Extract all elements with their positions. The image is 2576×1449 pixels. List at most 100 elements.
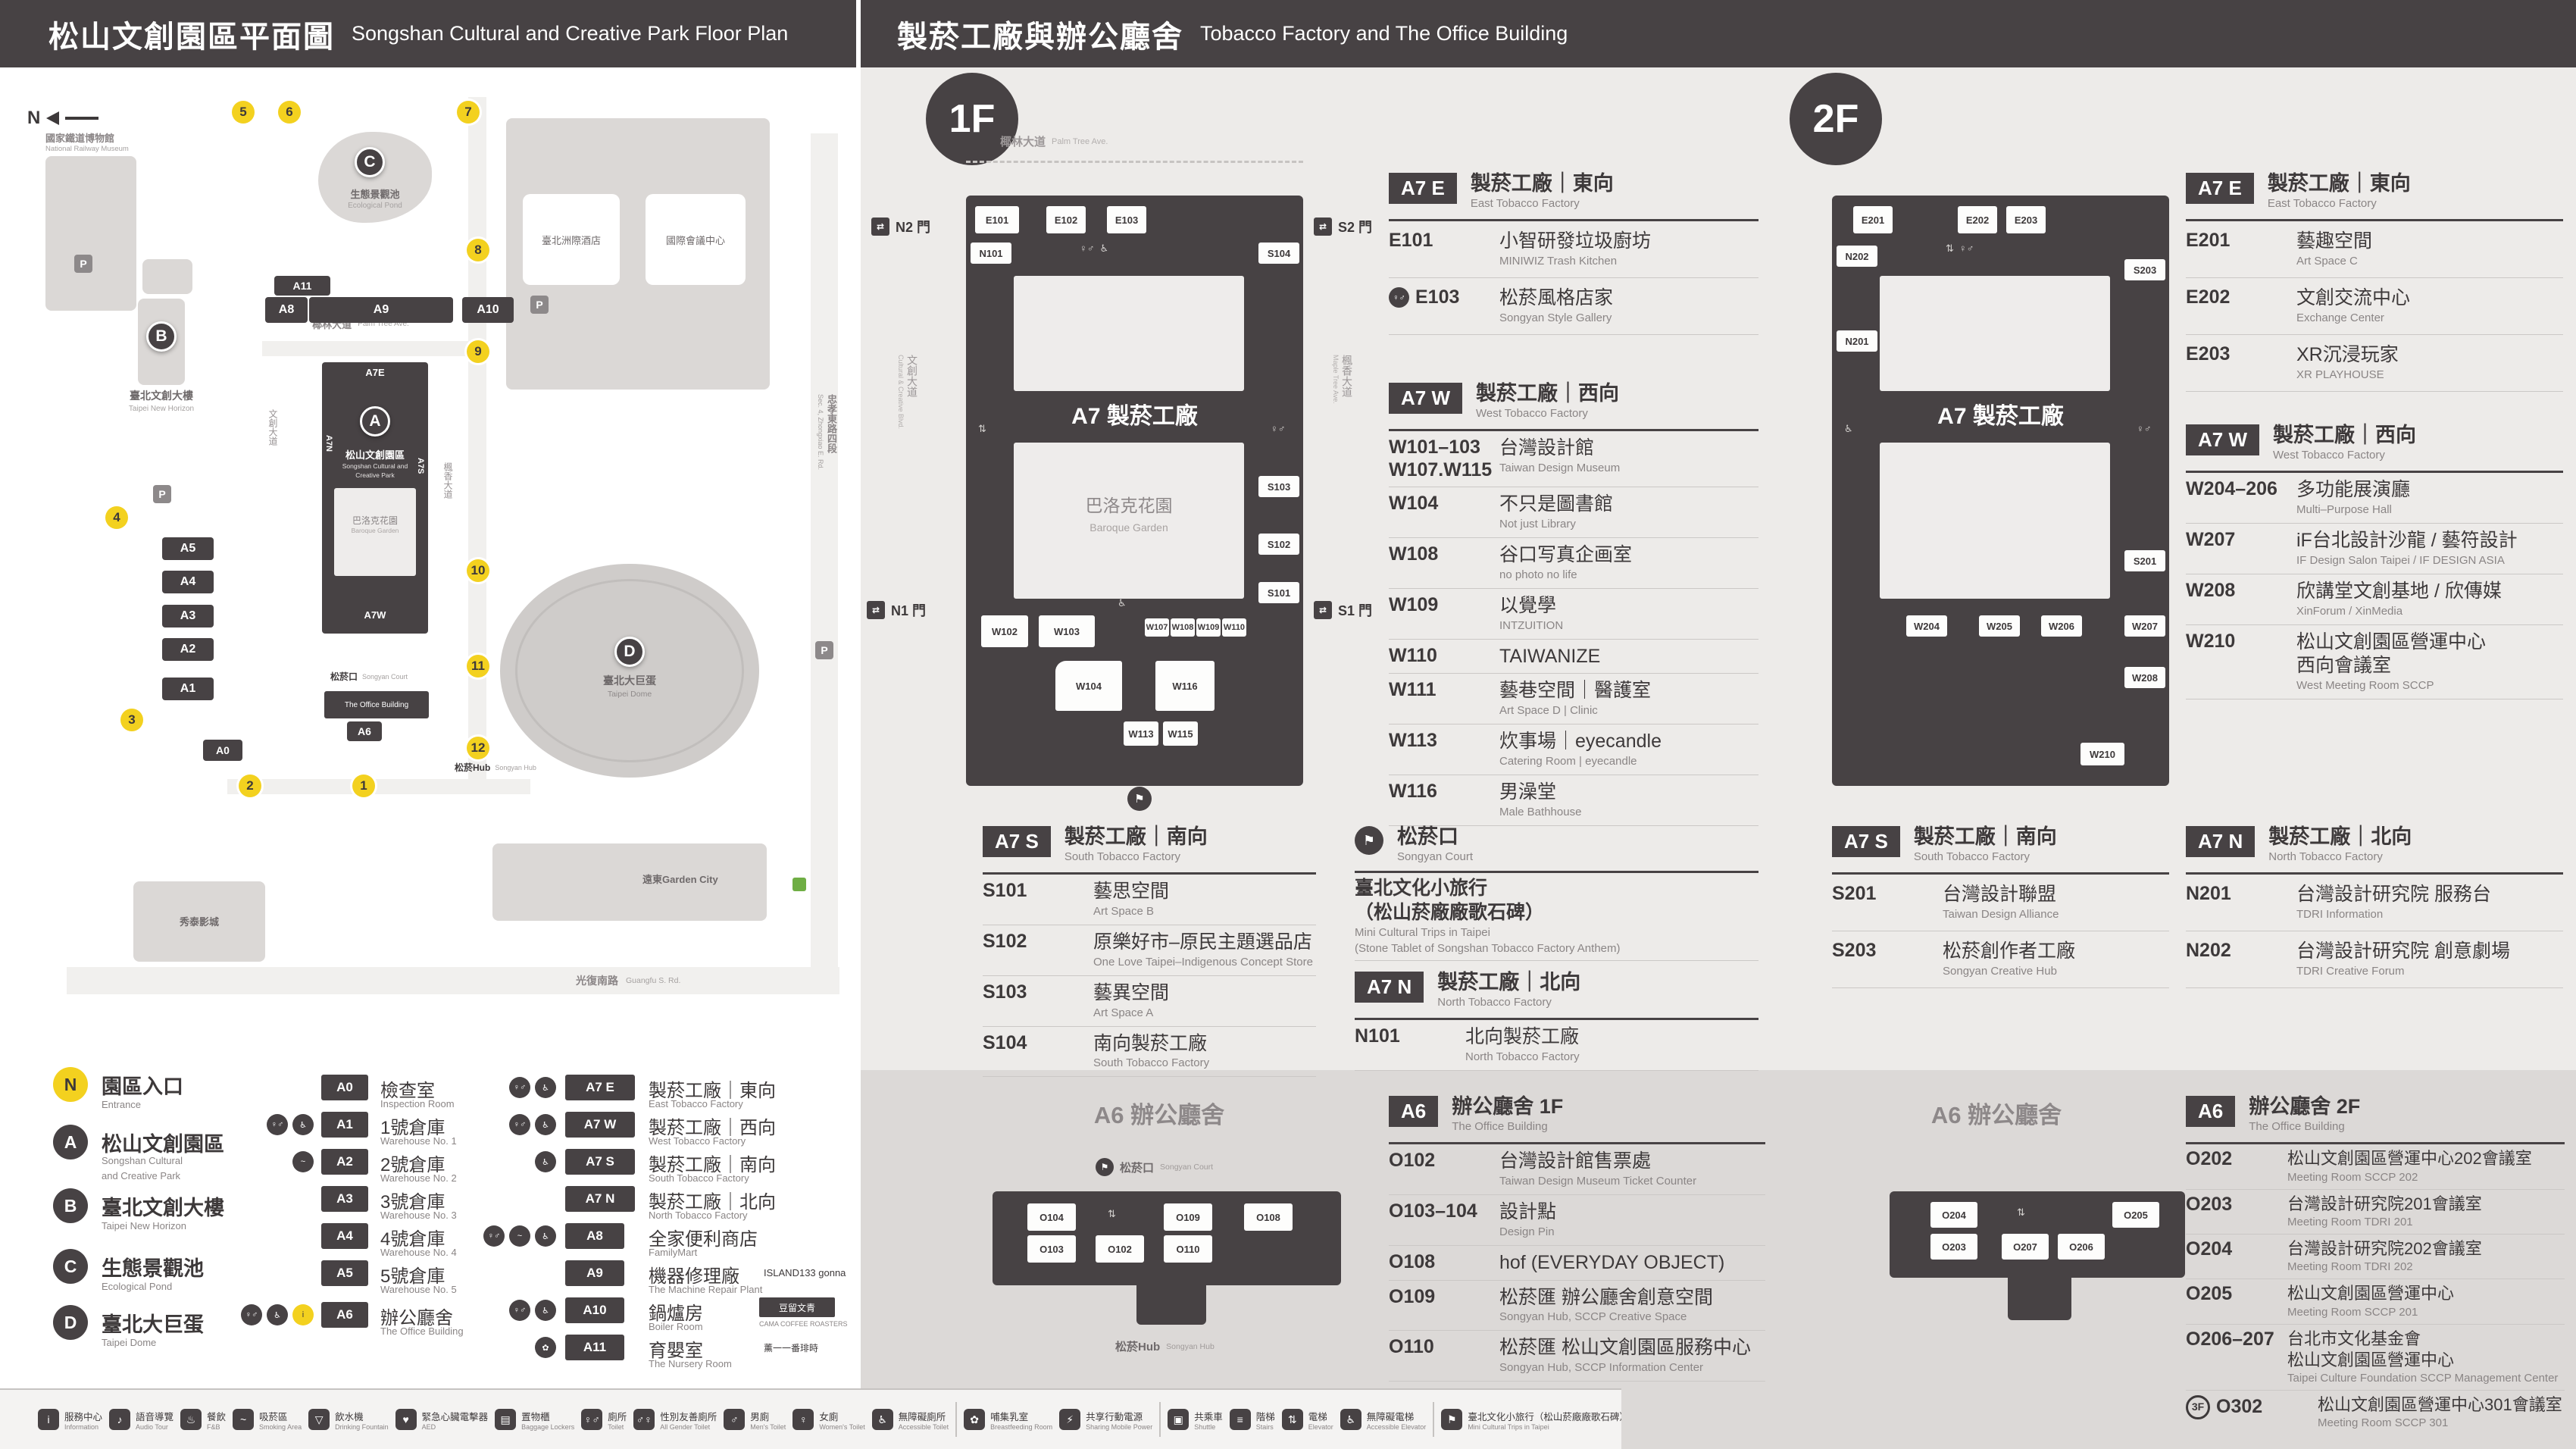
panel-title-zh: 製菸工廠｜北向 [1437, 971, 1581, 994]
room-w107: W107 [1145, 618, 1169, 637]
block-a1: A1 [162, 678, 214, 700]
room-item: O206–207 台北市文化基金會 松山文創園區營運中心 Taipei Cult… [2186, 1325, 2565, 1391]
legend-a10-note: 豆留文青 [759, 1297, 835, 1317]
legend-a1-en: Warehouse No. 1 [380, 1135, 457, 1147]
badge-a6: A6 [1389, 1096, 1439, 1127]
legend-a5-code: A5 [321, 1260, 368, 1286]
room-n202: N202 [1837, 246, 1877, 267]
room-w206: W206 [2041, 615, 2082, 637]
footer-divider [1159, 1402, 1161, 1437]
facility-icons: ♀♂ [2137, 423, 2152, 434]
legend-cultural-trips: ⚑臺北文化小旅行（松山菸廠廠歌石碑）Mini Cultural Trips in… [1441, 1409, 1621, 1431]
dome-inner-ring [515, 579, 744, 762]
legend-newhorizon-zh: 臺北文創大樓 [102, 1197, 224, 1219]
room-name-zh: 欣講堂文創基地 / 欣傳媒 [2296, 580, 2502, 602]
room-code: S203 [1832, 940, 1877, 962]
accessible-icon: ♿ [535, 1151, 556, 1172]
marker-C: C [355, 147, 385, 177]
accessible-icon: ♿ [871, 1409, 893, 1430]
toilet-icon: ♀♂ [509, 1300, 530, 1321]
room-o203: O203 [1930, 1234, 1977, 1260]
room-w207: W207 [2124, 615, 2165, 637]
block-a7w: A7W [364, 609, 386, 621]
legend-a10-zh: 鍋爐房 [649, 1303, 703, 1324]
room-name-zh: 台灣設計館售票處 [1499, 1150, 1652, 1172]
room-code: W204–206 [2186, 478, 2277, 500]
parking-icon: P [530, 296, 549, 314]
accessible-icon: ♿ [1118, 597, 1127, 609]
room-name-en: Art Space C [2296, 255, 2358, 268]
smoking-icon: ~ [292, 1151, 314, 1172]
elevator-icon: ⇅ [2017, 1206, 2025, 1218]
room-item: ♀♂E103 松菸風格店家 Songyan Style Gallery [1389, 278, 1758, 335]
legend-sccp-en2: and Creative Park [102, 1170, 181, 1181]
room-name-en: One Love Taipei–Indigenous Concept Store [1093, 955, 1313, 969]
marker-11: 11 [467, 655, 489, 678]
legend-a1-code: A1 [321, 1112, 368, 1138]
garden-city-block [492, 843, 767, 921]
taipei-dome-shape [500, 564, 759, 778]
marker-4: 4 [105, 506, 128, 529]
badge-a7s: A7 S [983, 826, 1051, 857]
palm-ave-en: Palm Tree Ave. [358, 320, 409, 328]
power-icon: ⚡ [1059, 1409, 1081, 1430]
gate-n1-label: N1 門 [891, 603, 927, 618]
room-e103: E103 [1107, 206, 1146, 233]
room-code: O109 [1389, 1285, 1436, 1307]
panel-title-en: East Tobacco Factory [2267, 197, 2377, 211]
room-name-zh: 台灣設計研究院201會議室 [2287, 1194, 2482, 1213]
legend-a0-code: A0 [321, 1075, 368, 1100]
gate-s1: ⇄ S1 門 [1314, 600, 1372, 620]
room-name-en: no photo no life [1499, 568, 1577, 581]
panel-title-en: West Tobacco Factory [2273, 449, 2385, 462]
elevator-icon: ⇅ [1281, 1409, 1303, 1430]
toilet-icon: ♀♂ [1080, 243, 1095, 254]
block-a0: A0 [203, 740, 242, 761]
room-code: E203 [2186, 343, 2231, 365]
gate-n2: ⇄ N2 門 [871, 217, 930, 236]
female-icon: ♀ [792, 1409, 814, 1430]
room-item: O108 hof (EVERYDAY OBJECT) [1389, 1246, 1765, 1281]
panel-a7w-2f: A7 W 製菸工廠｜西向 West Tobacco Factory W204–2… [2186, 424, 2563, 700]
legend-a10-en: Boiler Room [649, 1321, 703, 1332]
toilet-icon: ♀♂ [509, 1077, 530, 1098]
marker-1: 1 [352, 775, 375, 797]
room-o102: O102 [1096, 1235, 1144, 1263]
legend-en: All Gender Toilet [660, 1422, 711, 1431]
legend-a7e-zh: 製菸工廠｜東向 [649, 1081, 776, 1101]
room-name-en: Taiwan Design Alliance [1943, 908, 2059, 922]
room-name-en: INTZUITION [1499, 618, 1564, 632]
south-path [227, 779, 530, 794]
room-s201: S201 [2124, 550, 2165, 571]
legend-a11-en: The Nursery Room [649, 1358, 732, 1369]
panel-a7n-2f: A7 N 製菸工廠｜北向 North Tobacco Factory N201 … [2186, 826, 2563, 988]
legend-a3-en: Warehouse No. 3 [380, 1210, 457, 1221]
room-code: S102 [983, 931, 1027, 953]
legend-a9-code: A9 [565, 1260, 624, 1286]
marker-12: 12 [467, 737, 489, 759]
a6-2f-map-title: A6 辦公廳舍 [1930, 1102, 2062, 1128]
panel-a7w-1f: A7 W 製菸工廠｜西向 West Tobacco Factory W101–1… [1389, 383, 1758, 826]
court-item-en2: (Stone Tablet of Songshan Tobacco Factor… [1355, 941, 1621, 955]
ccblvd-1f-label: 文創大道 Cultural & Creative Blvd. [897, 355, 920, 429]
room-name-en: Songyan Hub, SCCP Creative Space [1499, 1310, 1687, 1324]
room-name-en: North Tobacco Factory [1465, 1050, 1580, 1064]
legend-a10-note-en: CAMA COFFEE ROASTERS [759, 1320, 848, 1328]
block-a7s: A7S [416, 458, 425, 474]
room-name-en: XinForum / XinMedia [2296, 604, 2403, 618]
elevator-icon: ⇅ [1946, 243, 1954, 254]
accessible-icon: ♿ [535, 1300, 556, 1321]
court-zh: 松菸口 [330, 671, 358, 682]
aed-icon: ♥ [395, 1409, 417, 1430]
legend-sccp-en1: Songshan Cultural [102, 1155, 183, 1166]
legend-zh: 階梯 [1255, 1411, 1275, 1422]
room-item: W210 松山文創園區營運中心 西向會議室 West Meeting Room … [2186, 625, 2563, 700]
parking-icon: P [153, 485, 171, 503]
hub-en: Songyan Hub [495, 763, 536, 771]
